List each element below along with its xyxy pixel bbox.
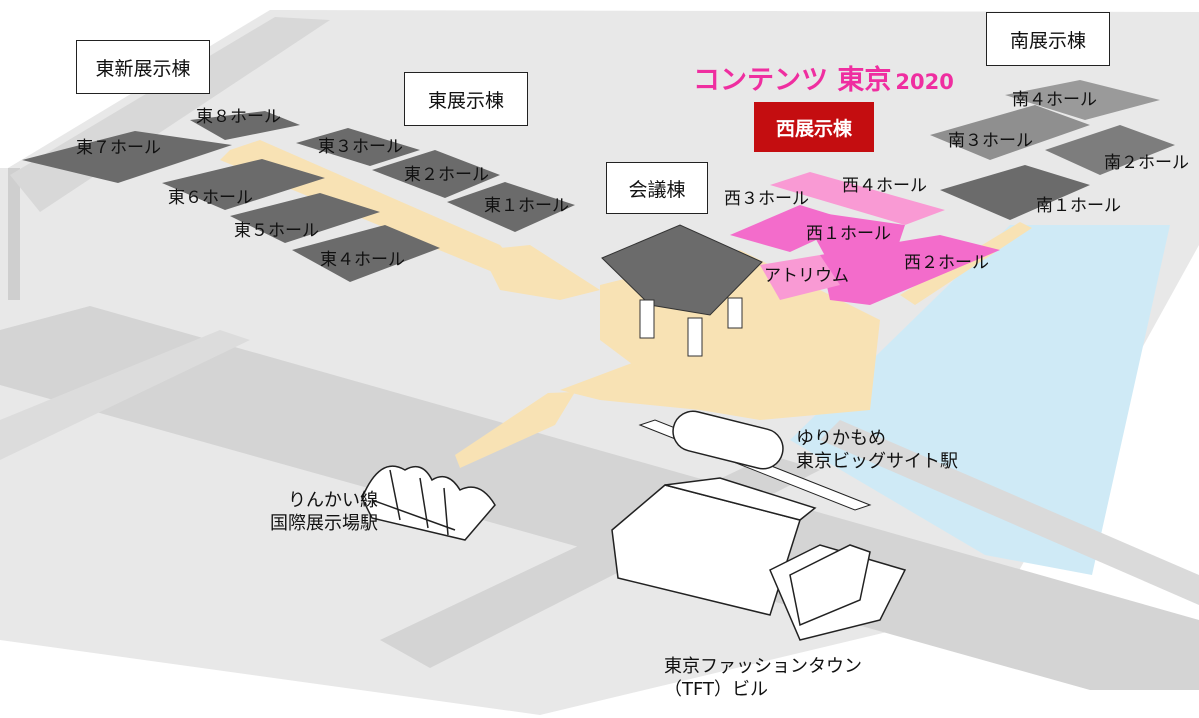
- label-hall-east-5: 東５ホール: [234, 221, 319, 241]
- rinkai-line-name: りんかい線: [288, 490, 378, 511]
- hall-south-4: [1005, 80, 1160, 120]
- conference-pillar-3: [727, 297, 743, 329]
- tft-building: [611, 477, 907, 641]
- rinkai-station-name: 国際展示場駅: [270, 512, 378, 534]
- hall-south-1: [940, 165, 1090, 220]
- label-east-building: 東展示棟: [404, 72, 528, 126]
- label-hall-south-1: 南１ホール: [1036, 196, 1121, 216]
- hall-east-4: [292, 225, 440, 282]
- platform-edge: [8, 168, 20, 300]
- road-main-diagonal: [0, 306, 1199, 690]
- rinkai-walkway: [455, 392, 575, 468]
- label-yurikamome-station: ゆりかもめ 東京ビッグサイト駅: [796, 428, 958, 473]
- conference-pillar-1: [639, 299, 655, 339]
- hall-east-2: [372, 150, 500, 198]
- label-east-new-building: 東新展示棟: [76, 40, 210, 94]
- label-tft-building: 東京ファッションタウン （TFT）ビル: [664, 656, 862, 701]
- conference-pillar-2: [687, 317, 703, 357]
- label-hall-west-2: 西２ホール: [904, 253, 989, 273]
- label-hall-east-7: 東７ホール: [76, 138, 161, 158]
- water-bay: [790, 225, 1170, 575]
- tft-name-line2: （TFT）ビル: [664, 678, 769, 700]
- label-atrium: アトリウム: [764, 266, 849, 286]
- label-hall-east-4: 東４ホール: [320, 250, 405, 270]
- label-hall-south-3: 南３ホール: [948, 131, 1033, 151]
- rinkai-station-dome: [361, 465, 496, 541]
- road-south: [820, 420, 1199, 605]
- yurikamome-station-body: [672, 410, 784, 470]
- label-south-building: 南展示棟: [986, 12, 1110, 66]
- label-hall-south-2: 南２ホール: [1104, 153, 1189, 173]
- hall-east-1: [447, 182, 575, 232]
- hall-west-4: [770, 172, 945, 225]
- label-hall-east-6: 東６ホール: [168, 188, 253, 208]
- event-year: 2020: [895, 70, 954, 94]
- hall-east-6: [162, 159, 325, 210]
- hall-east-7: [22, 131, 232, 183]
- yurikamome-line-name: ゆりかもめ: [796, 428, 886, 449]
- event-name: コンテンツ 東京: [693, 65, 892, 96]
- label-hall-east-1: 東１ホール: [484, 196, 569, 216]
- label-conference-building: 会議棟: [606, 162, 708, 214]
- hall-east-5: [230, 193, 380, 243]
- label-hall-east-3: 東３ホール: [318, 137, 403, 157]
- atrium: [760, 255, 840, 300]
- label-rinkai-station: りんかい線 国際展示場駅: [270, 490, 378, 535]
- hall-west-2: [820, 235, 1000, 305]
- east-promenade-2: [480, 245, 600, 300]
- hall-south-3: [930, 105, 1090, 160]
- label-hall-west-3: 西３ホール: [724, 189, 809, 209]
- label-hall-east-2: 東２ホール: [404, 165, 489, 185]
- plaza-south: [560, 360, 860, 420]
- road-left: [0, 330, 250, 460]
- label-hall-west-4: 西４ホール: [842, 176, 927, 196]
- label-hall-south-4: 南４ホール: [1012, 90, 1097, 110]
- label-west-building: 西展示棟: [754, 102, 874, 152]
- tft-name-line1: 東京ファッションタウン: [664, 656, 862, 677]
- hall-south-2: [1045, 125, 1175, 175]
- label-hall-west-1: 西１ホール: [806, 224, 891, 244]
- hall-east-3: [296, 128, 420, 166]
- hall-east-8: [190, 111, 300, 140]
- label-hall-east-8: 東８ホール: [196, 107, 281, 127]
- conference-roof: [601, 224, 763, 316]
- yurikamome-station-name: 東京ビッグサイト駅: [796, 450, 958, 472]
